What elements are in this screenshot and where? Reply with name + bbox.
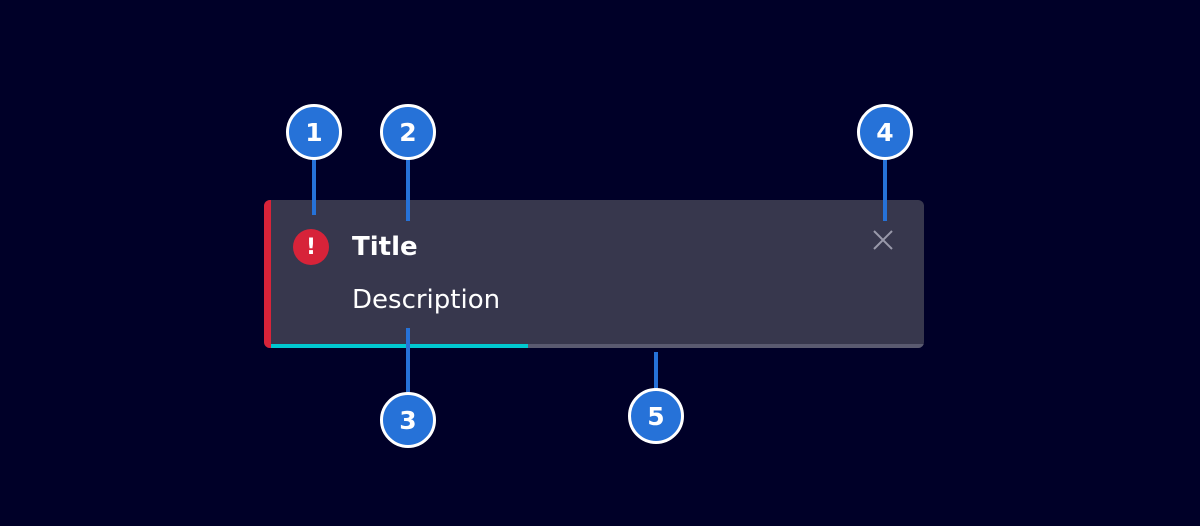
marker-number: 4 bbox=[876, 117, 894, 147]
marker-3: 3 bbox=[380, 392, 436, 448]
status-stripe bbox=[264, 200, 271, 348]
toast-title: Title bbox=[352, 232, 418, 262]
status-glyph: ! bbox=[305, 234, 317, 260]
toast-description: Description bbox=[352, 285, 501, 315]
marker-5: 5 bbox=[628, 388, 684, 444]
leader-line-3 bbox=[406, 328, 410, 394]
progress-bar bbox=[271, 344, 924, 348]
close-button[interactable] bbox=[868, 225, 898, 255]
exclamation-icon: ! bbox=[293, 229, 329, 265]
marker-number: 3 bbox=[399, 405, 417, 435]
leader-line-2 bbox=[406, 155, 410, 221]
leader-line-1 bbox=[312, 155, 316, 215]
marker-1: 1 bbox=[286, 104, 342, 160]
marker-2: 2 bbox=[380, 104, 436, 160]
leader-line-5 bbox=[654, 352, 658, 390]
leader-line-4 bbox=[883, 155, 887, 221]
progress-fill bbox=[271, 344, 528, 348]
close-icon bbox=[873, 230, 893, 250]
marker-number: 5 bbox=[647, 401, 665, 431]
marker-number: 2 bbox=[399, 117, 417, 147]
marker-4: 4 bbox=[857, 104, 913, 160]
marker-number: 1 bbox=[305, 117, 323, 147]
toast-notification: ! Title Description bbox=[264, 200, 924, 348]
